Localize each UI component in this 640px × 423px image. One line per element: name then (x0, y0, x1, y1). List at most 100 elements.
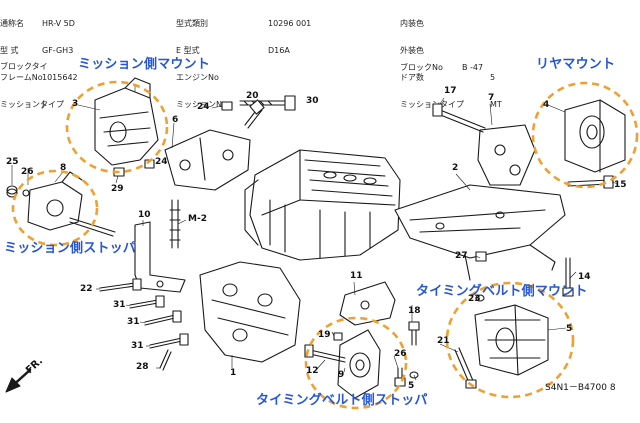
header-label-mission-type-2: ミッションタイプ (400, 100, 464, 109)
engine-block (244, 149, 401, 261)
part-label-7: 7 (488, 93, 495, 103)
part-label-15: 15 (614, 180, 627, 190)
engine-lower-bracket-1 (199, 261, 301, 363)
header-col2: HR-V 5D GF-GH3 1015642 J (42, 1, 78, 118)
header-value-mission-type-2: MT (490, 100, 502, 109)
part-label-28: 28 (136, 362, 149, 372)
header-label-frame: フレームNo (0, 73, 43, 82)
part-label-14: 14 (578, 272, 591, 282)
part-label-24a: 24 (197, 102, 210, 112)
part-label-29: 29 (111, 184, 124, 194)
header-label-doors: ドア数 (400, 73, 424, 82)
header-block-label: ブロックタイ (0, 62, 48, 71)
part-label-1: 1 (230, 368, 237, 378)
header-value-mission-type: J (42, 100, 45, 109)
leader-lines (11, 85, 619, 381)
timing-side-stopper-9 (337, 329, 381, 399)
part-label-5a: 5 (566, 324, 573, 334)
header-col5: 内装色 外装色 ドア数 ミッションタイプ (400, 1, 464, 118)
callout-mission-side-mount: ミッション側マウント (78, 57, 211, 72)
header-value-doors: 5 (490, 73, 496, 82)
bolt-21 (454, 347, 477, 389)
bracket-10 (134, 221, 186, 293)
direction-arrow (5, 368, 32, 393)
nut-25 (6, 185, 18, 198)
rear-mount-4 (564, 99, 626, 173)
part-label-25: 25 (6, 157, 19, 167)
highlight-mission-stopper (11, 169, 99, 247)
part-label-5b: 5 (408, 381, 415, 391)
part-label-21: 21 (437, 336, 450, 346)
highlight-rear-mount (531, 81, 639, 189)
header-value-type-class: 10296 001 (268, 19, 312, 28)
bolt-18 (408, 321, 420, 346)
part-label-23: 23 (468, 294, 481, 304)
part-label-10: 10 (138, 210, 151, 220)
washer-26-left (22, 189, 30, 197)
part-label-3: 3 (72, 99, 79, 109)
header-col1: 通称名 型 式 フレームNo ミッションタイプ (0, 1, 64, 118)
mission-side-mount (94, 77, 159, 166)
header-label-engine-type: E 型式 (176, 46, 200, 55)
header-label-exterior: 外装色 (400, 46, 424, 55)
timing-side-mount-5 (474, 304, 549, 376)
header-value-type: GF-GH3 (42, 46, 74, 55)
highlight-mission-mount (65, 80, 169, 174)
bolt-17 (432, 103, 486, 133)
bolt-20 (244, 99, 265, 129)
callout-timing-belt-side-stopper: タイミングベルト側ストッパ (256, 393, 428, 408)
header-label-mission-type: ミッションタイプ (0, 100, 64, 109)
header-value-frame: 1015642 (42, 73, 78, 82)
rear-bracket-7 (477, 124, 536, 186)
part-label-30: 30 (306, 96, 319, 106)
part-label-27: 27 (455, 251, 468, 261)
header-block-no-value: B -47 (462, 63, 484, 72)
header-value-engine-type: D16A (268, 46, 290, 55)
part-label-18: 18 (408, 306, 421, 316)
part-label-17: 17 (444, 86, 457, 96)
part-label-31b: 31 (127, 317, 140, 327)
highlight-timing-stopper (304, 316, 408, 410)
part-label-19: 19 (318, 330, 331, 340)
part-label-m2: M-2 (188, 214, 207, 224)
part-label-31a: 31 (113, 300, 126, 310)
header-col4: 10296 001 D16A (268, 1, 311, 118)
header-col6: 5 MT (490, 1, 502, 118)
header-label-mission-no: ミッションNo (176, 100, 227, 109)
part-label-8: 8 (60, 163, 67, 173)
part-label-26b: 26 (394, 349, 407, 359)
header-label-interior: 内装色 (400, 19, 424, 28)
part-label-11: 11 (350, 271, 363, 281)
nut-19 (333, 332, 343, 341)
header-label-type: 型 式 (0, 46, 19, 55)
part-label-22: 22 (80, 284, 93, 294)
nut-27 (475, 251, 487, 262)
bolt-14 (562, 257, 574, 297)
mission-bracket-6 (164, 129, 251, 191)
header-value-model: HR-V 5D (42, 19, 75, 28)
highlight-timing-mount (445, 281, 575, 399)
diagram-code: S4N1－B4700 8 (545, 383, 616, 393)
part-label-20: 20 (246, 91, 259, 101)
callout-rear-mount: リヤマウント (536, 57, 616, 72)
callout-timing-belt-side-mount: タイミングベルト側マウント (416, 284, 588, 299)
bolts-left-column (99, 278, 189, 371)
header-label-model: 通称名 (0, 19, 24, 28)
callout-mission-side-stopper: ミッション側ストッパ (4, 241, 137, 256)
part-label-6: 6 (172, 115, 179, 125)
rear-beam-2 (394, 184, 566, 281)
part-label-24b: 24 (155, 157, 168, 167)
timing-mount-bracket-11 (339, 281, 396, 326)
header-label-type-class: 型式類別 (176, 19, 208, 28)
part-label-31c: 31 (131, 341, 144, 351)
part-label-2: 2 (452, 163, 459, 173)
header-block-no-label: ブロックNo (400, 63, 443, 72)
nut-24-top (221, 101, 233, 111)
part-label-26a: 26 (21, 167, 34, 177)
highlight-circles (11, 80, 639, 410)
part-label-9: 9 (338, 370, 345, 380)
mission-side-stopper (27, 171, 83, 231)
header-label-engine-no: エンジンNo (176, 73, 219, 82)
